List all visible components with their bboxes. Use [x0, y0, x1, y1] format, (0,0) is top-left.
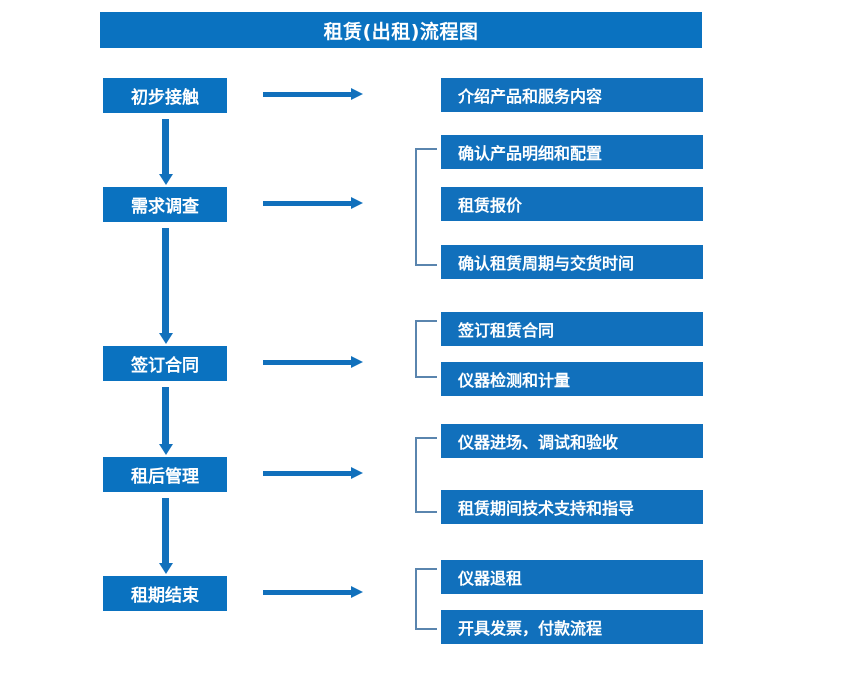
- detail-box-confirm-period[interactable]: 确认租赁周期与交货时间: [441, 245, 703, 279]
- stage-box-initial-contact[interactable]: 初步接触: [103, 78, 227, 113]
- stage-box-rental-end[interactable]: 租期结束: [103, 576, 227, 611]
- vertical-arrow-3: [157, 387, 175, 455]
- stage-box-post-rental[interactable]: 租后管理: [103, 457, 227, 492]
- group-bracket-rental-end: [415, 568, 437, 630]
- vertical-arrow-2: [157, 228, 175, 344]
- stage-box-needs-survey[interactable]: 需求调查: [103, 187, 227, 222]
- horizontal-arrow-2: [263, 195, 363, 213]
- detail-box-invoice-payment[interactable]: 开具发票，付款流程: [441, 610, 703, 644]
- group-bracket-sign-contract: [415, 320, 437, 378]
- vertical-arrow-1: [157, 119, 175, 185]
- horizontal-arrow-1: [263, 86, 363, 104]
- detail-box-introduce-products[interactable]: 介绍产品和服务内容: [441, 78, 703, 112]
- horizontal-arrow-5: [263, 584, 363, 602]
- detail-box-instrument-return[interactable]: 仪器退租: [441, 560, 703, 594]
- horizontal-arrow-3: [263, 354, 363, 372]
- detail-box-sign-rental-contract[interactable]: 签订租赁合同: [441, 312, 703, 346]
- stage-box-sign-contract[interactable]: 签订合同: [103, 346, 227, 381]
- detail-box-instrument-delivery[interactable]: 仪器进场、调试和验收: [441, 424, 703, 458]
- vertical-arrow-4: [157, 498, 175, 574]
- page-title: 租赁(出租)流程图: [100, 12, 702, 48]
- detail-box-technical-support[interactable]: 租赁期间技术支持和指导: [441, 490, 703, 524]
- group-bracket-needs-survey: [415, 148, 437, 266]
- detail-box-instrument-testing[interactable]: 仪器检测和计量: [441, 362, 703, 396]
- detail-box-confirm-spec[interactable]: 确认产品明细和配置: [441, 135, 703, 169]
- horizontal-arrow-4: [263, 465, 363, 483]
- detail-box-rental-quote[interactable]: 租赁报价: [441, 187, 703, 221]
- group-bracket-post-rental: [415, 437, 437, 513]
